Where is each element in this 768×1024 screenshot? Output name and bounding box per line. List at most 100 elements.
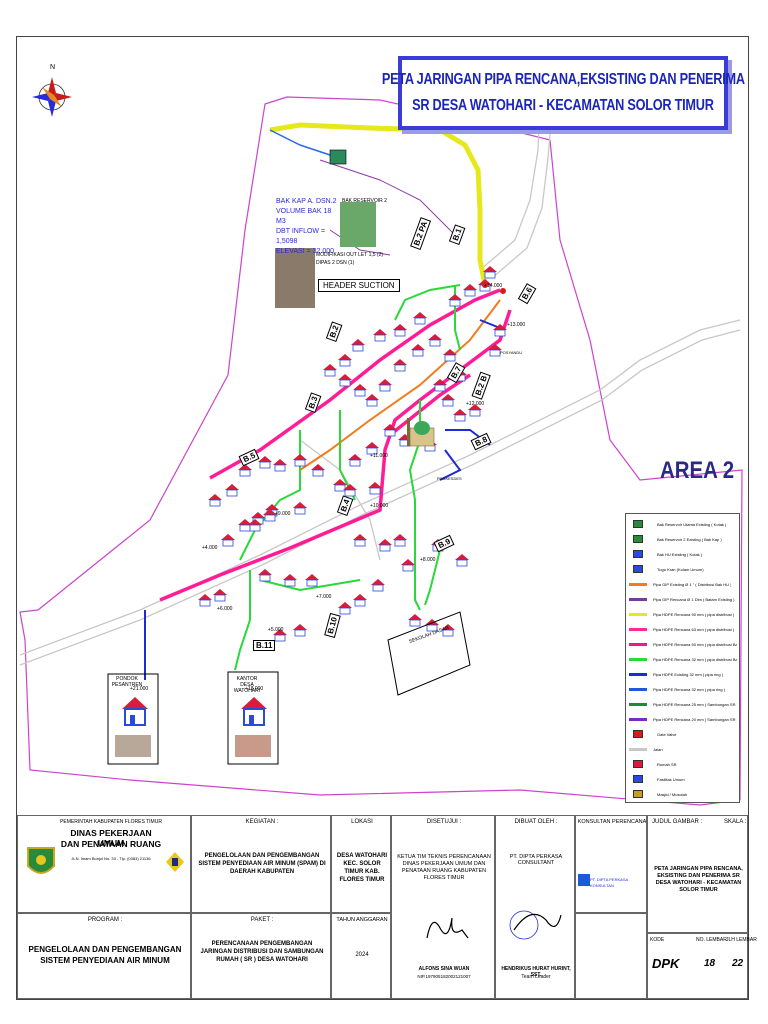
legend-label: Gate Valve xyxy=(657,731,677,737)
house-sr-icon xyxy=(453,409,467,422)
owner-line2: DINAS PEKERJAAN UMUM xyxy=(70,828,152,848)
reservoir-icon xyxy=(329,149,347,165)
north-label: N xyxy=(50,64,56,71)
skala-header: SKALA : xyxy=(724,819,747,825)
legend-line-swatch xyxy=(629,687,647,691)
legend-line-swatch xyxy=(629,582,647,586)
konsultan-logo-icon xyxy=(578,874,590,886)
disetujui-nip: NIP.197905182002121007 xyxy=(417,974,471,979)
elevation-label: +6.000 xyxy=(217,606,233,612)
house-sr-icon xyxy=(408,614,422,627)
legend-item: Pipa GIP Existing Ø 1 " ( Distribusi Bak… xyxy=(629,579,737,589)
mosque-icon xyxy=(407,418,435,447)
house-sr-icon xyxy=(425,619,439,632)
elevation-label: +18.000 xyxy=(245,686,264,692)
village-map[interactable] xyxy=(17,37,748,815)
pondok-label: PONDOK PESANTREN xyxy=(111,676,143,688)
sekolah-box xyxy=(387,611,471,696)
legend-label: Pipa GIP Existing Ø 1 " ( Distribusi Bak… xyxy=(653,581,732,587)
owner-line3: DAN PENATAAN RUANG xyxy=(60,839,162,849)
house-sr-icon xyxy=(383,424,397,437)
elevation-label: +7.000 xyxy=(316,594,332,600)
legend-line-swatch xyxy=(629,747,647,751)
legend-label: Jalan xyxy=(653,746,663,752)
house-sr-icon xyxy=(338,354,352,367)
pipe-blue-inlet xyxy=(269,129,341,161)
kegiatan-text: PENGELOLAAN DAN PENGEMBANGAN SISTEM PENY… xyxy=(198,853,326,875)
owner-address: JLN. Imam Bonjol No. 33 - Tlp. (0383) 21… xyxy=(71,856,151,861)
legend-label: Bak Reservoir 2 Existing ( Bak Kap ) xyxy=(657,536,722,542)
legend-item: Pipa HDPE Rencana 50 mm ( pipa distribus… xyxy=(629,639,737,649)
house-sr-icon xyxy=(441,624,455,637)
house-sr-icon xyxy=(378,379,392,392)
compass-rose-icon xyxy=(32,77,72,117)
pondok-house-icon xyxy=(122,697,148,726)
legend-line-swatch xyxy=(629,672,647,676)
tahun-header: TAHUN ANGGARAN xyxy=(336,917,388,923)
legend-label: Pipa GIP Rencana Ø 1 Dim ( Batam Existin… xyxy=(653,596,735,602)
legend-symbol-icon xyxy=(633,565,643,573)
reservoir-note1: MODIFIKASI OUT LET 1,5 (2) xyxy=(316,252,384,258)
legend-item: Pipa HDPE Rencana 20 mm ( Sambungan SR ) xyxy=(629,714,737,724)
poskesdes-label: POSKESDES xyxy=(437,476,462,481)
judul-cell: JUDUL GAMBAR : SKALA : PETA JARINGAN PIP… xyxy=(647,815,748,933)
map-frame xyxy=(16,36,749,1000)
jml-header: JLH LEMBAR xyxy=(726,937,757,943)
legend-item: Bak Reservoir 2 Existing ( Bak Kap ) xyxy=(629,534,737,544)
legend-label: Pipa HDPE Existing 32 mm ( pipa ring ) xyxy=(653,671,724,677)
house-sr-icon xyxy=(323,364,337,377)
jml-value: 22 xyxy=(732,958,744,969)
house-sr-icon xyxy=(343,484,357,497)
house-sr-icon xyxy=(353,594,367,607)
house-sr-icon xyxy=(443,349,457,362)
elevation-label: +5.000 xyxy=(268,627,284,633)
house-sr-icon xyxy=(455,554,469,567)
gate-valve-icon xyxy=(500,288,506,294)
lokasi-header: LOKASI xyxy=(351,819,373,825)
legend-line-swatch xyxy=(629,717,647,721)
house-sr-icon xyxy=(293,454,307,467)
house-sr-icon xyxy=(393,359,407,372)
house-sr-icon xyxy=(368,482,382,495)
house-sr-icon xyxy=(353,534,367,547)
pu-logo-icon xyxy=(164,850,186,874)
reservoir-inflow: DBT INFLOW = 1,5098 xyxy=(276,228,326,245)
house-sr-icon xyxy=(258,569,272,582)
legend-label: Masjid / Musolah xyxy=(657,791,688,797)
reservoir-elevation: ELEVASI = 32.000 xyxy=(276,248,335,255)
disetujui-cell: DISETUJUI : KETUA TIM TEKNIS PERENCANAAN… xyxy=(391,815,495,999)
dibuat-header: DIBUAT OLEH : xyxy=(514,819,558,825)
kegiatan-header: KEGIATAN : xyxy=(245,819,279,825)
legend-label: Pipa HDPE Rencana 20 mm ( Sambungan SR ) xyxy=(653,716,737,722)
legend-item: Pipa HDPE Rencana 32 mm ( pipa ring ) xyxy=(629,684,737,694)
dibuat-name: HENDRIKUS HURAT HURINT, SST. xyxy=(501,966,571,978)
elevation-label: +14.000 xyxy=(484,283,503,289)
legend-label: Pipa HDPE Rencana 25 mm ( Sambungan SR ) xyxy=(653,701,737,707)
kantor-box xyxy=(227,671,279,765)
kegiatan-cell: KEGIATAN : PENGELOLAAN DAN PENGEMBANGAN … xyxy=(191,815,331,913)
owner-cell: PEMERINTAH KABUPATEN FLORES TIMUR DINAS … xyxy=(17,815,191,913)
house-sr-icon xyxy=(248,519,262,532)
elevation-label: +9.000 xyxy=(275,511,291,517)
pipe-hdpe-90 xyxy=(269,122,488,286)
house-sr-icon xyxy=(468,404,482,417)
legend-item: Pipa HDPE Rencana 32 mm ( pipa distribus… xyxy=(629,654,737,664)
house-sr-icon xyxy=(493,324,507,337)
legend-label: Pipa HDPE Rencana 90 mm ( pipa distribus… xyxy=(653,611,735,617)
signature-1-icon xyxy=(426,917,469,939)
house-sr-icon xyxy=(213,589,227,602)
site-photo xyxy=(275,248,315,308)
kantor-photo xyxy=(235,735,271,757)
legend-item: Bak HU Existing ( Kotak ) xyxy=(629,549,737,559)
legend-label: Pipa HDPE Rencana 63 mm ( pipa distribus… xyxy=(653,626,735,632)
legend-item: Gate Valve xyxy=(629,729,737,739)
paket-cell: PAKET : PERENCANAAN PENGEMBANGAN JARINGA… xyxy=(191,913,331,999)
owner-line1: PEMERINTAH KABUPATEN FLORES TIMUR xyxy=(60,819,162,825)
legend-item: Tugu Kran (Kolam Umum) xyxy=(629,564,737,574)
house-sr-icon xyxy=(293,624,307,637)
map-legend: Bak Reservoir Utama Existing ( Kotak )Ba… xyxy=(625,513,740,803)
elevation-label: +10.000 xyxy=(370,503,389,509)
area-label: AREA 2 xyxy=(660,457,735,484)
lembar-header: NO. LEMBAR xyxy=(696,937,727,943)
legend-symbol-icon xyxy=(633,535,643,543)
